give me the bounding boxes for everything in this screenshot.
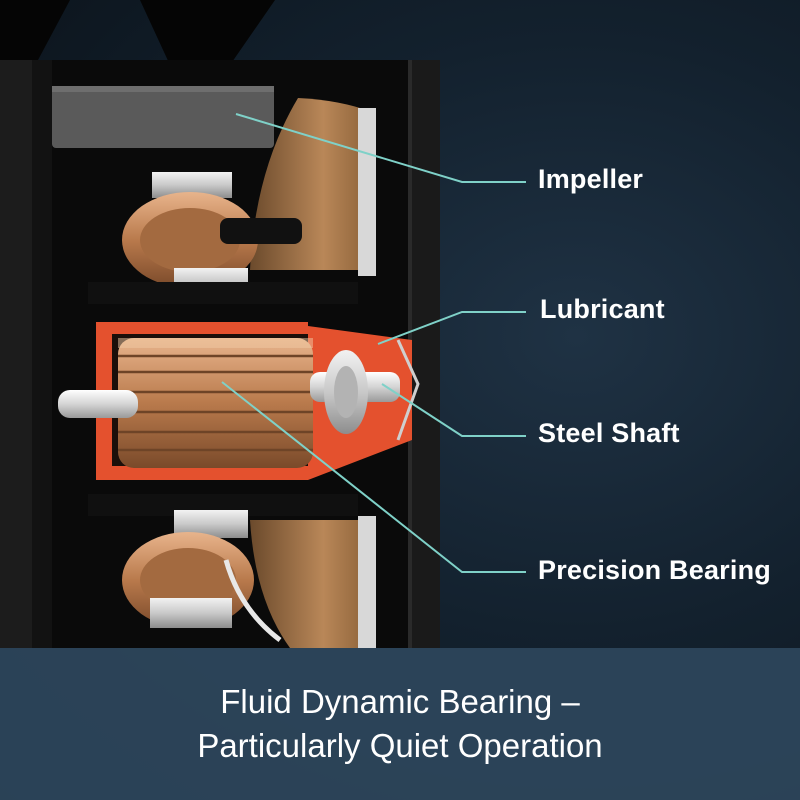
lower-coil: [122, 510, 282, 642]
leader-lines: [221, 113, 526, 573]
stator-plate-lower: [88, 494, 358, 516]
callout-steel-shaft: Steel Shaft: [538, 418, 680, 448]
leader-steel-shaft: [381, 383, 526, 437]
rotor-bearing: [118, 338, 313, 468]
callout-impeller: Impeller: [538, 164, 644, 194]
impeller-pad: [52, 86, 274, 148]
leader-impeller: [235, 113, 526, 183]
lower-blade: [250, 516, 376, 648]
callout-lubricant: Lubricant: [540, 294, 665, 324]
leader-precision-bearing: [221, 381, 526, 573]
leader-lubricant: [377, 311, 526, 345]
stator-plate-upper: [88, 282, 358, 304]
caption-line-1: Fluid Dynamic Bearing –: [220, 683, 580, 720]
steel-shaft: [58, 350, 400, 434]
caption-line-2: Particularly Quiet Operation: [197, 727, 603, 764]
callout-precision-bearing: Precision Bearing: [538, 555, 771, 585]
caption-band: Fluid Dynamic Bearing – Particularly Qui…: [0, 648, 800, 800]
fan-cross-section-illustration: [0, 0, 526, 648]
